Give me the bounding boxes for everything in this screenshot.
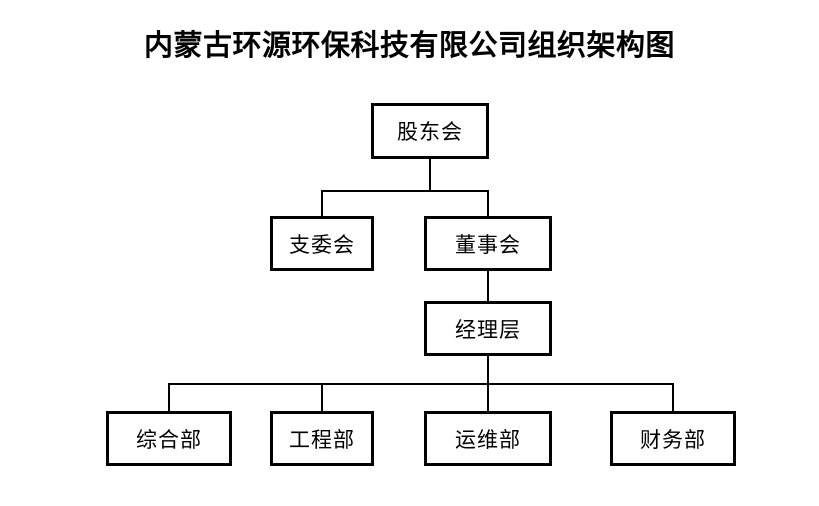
node-party-committee[interactable]: 支委会 (270, 216, 374, 271)
node-general-affairs-dept[interactable]: 综合部 (106, 411, 232, 466)
connector-to-engineering-dept (321, 383, 323, 411)
connector-shareholders-drop (429, 159, 431, 191)
node-operations-dept[interactable]: 运维部 (424, 411, 552, 466)
node-label-general-affairs-dept: 综合部 (136, 427, 202, 452)
node-label-shareholders: 股东会 (397, 120, 463, 144)
node-label-operations-dept: 运维部 (455, 427, 521, 452)
node-label-board-of-directors: 董事会 (455, 232, 521, 257)
connector-departments-bus (168, 383, 673, 385)
node-management[interactable]: 经理层 (424, 301, 552, 356)
node-label-engineering-dept: 工程部 (289, 427, 355, 452)
node-board-of-directors[interactable]: 董事会 (424, 216, 552, 271)
node-shareholders[interactable]: 股东会 (371, 103, 489, 159)
connector-management-drop (487, 356, 489, 384)
connector-board-to-management (487, 271, 489, 301)
node-finance-dept[interactable]: 财务部 (610, 411, 736, 466)
connector-to-board (487, 190, 489, 216)
page-title: 内蒙古环源环保科技有限公司组织架构图 (143, 30, 675, 62)
connector-to-party (321, 190, 323, 216)
connector-to-general-dept (168, 383, 170, 411)
connector-level1-bus (321, 190, 489, 192)
node-label-party-committee: 支委会 (289, 232, 355, 257)
node-label-management: 经理层 (455, 317, 521, 342)
node-engineering-dept[interactable]: 工程部 (270, 411, 374, 466)
connector-to-operations-dept (487, 383, 489, 411)
connector-to-finance-dept (672, 383, 674, 411)
node-label-finance-dept: 财务部 (640, 427, 706, 452)
